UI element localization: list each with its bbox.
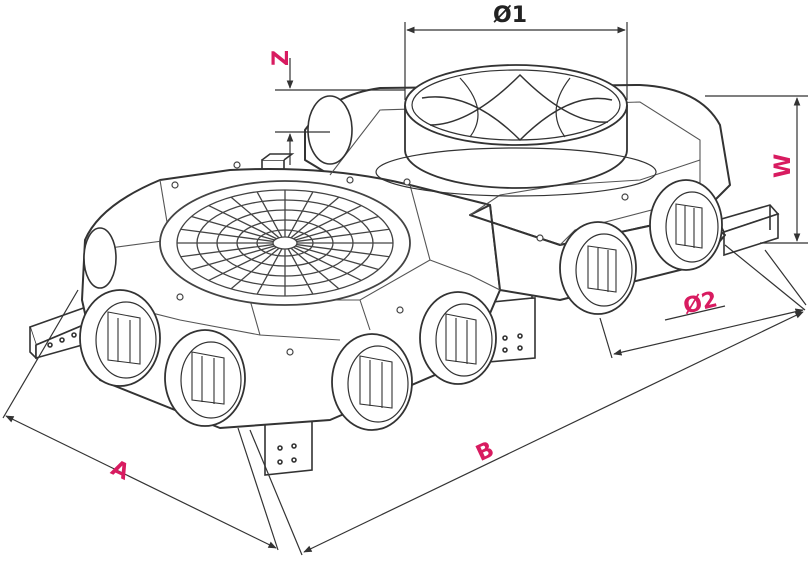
grille-spoke (180, 243, 274, 258)
grille-spoke (295, 245, 379, 271)
grille-spoke (230, 196, 280, 239)
outlet-front-4 (419, 291, 497, 385)
outlet-right-2 (649, 179, 723, 271)
top-grille (159, 180, 411, 306)
grille-spoke (287, 191, 314, 238)
grille-spoke (208, 204, 277, 240)
grille-spoke (208, 246, 277, 282)
grille-spoke (287, 248, 314, 295)
outlet-right-1 (559, 221, 637, 315)
grille-spoke (191, 215, 275, 241)
grille-spoke (230, 247, 280, 290)
grille-spoke (191, 245, 275, 271)
grille-spoke (296, 243, 390, 258)
dimension-label-z: Z (269, 50, 294, 66)
grille-spoke (293, 204, 362, 240)
outlet-front-1 (79, 289, 161, 387)
dimension-label-d2: Ø2 (681, 287, 720, 319)
grille-spoke (256, 248, 283, 295)
grille-spoke (290, 247, 340, 290)
outlet-front-3 (331, 333, 413, 431)
grille-spoke (293, 246, 362, 282)
grille-spoke (290, 196, 340, 239)
top-inlet-collar (375, 64, 657, 197)
grille-spoke (296, 228, 390, 243)
outlet-rear-left (83, 95, 353, 289)
outlet-front-2 (164, 329, 246, 427)
dimension-label-b: B (472, 437, 498, 467)
grille-spoke (295, 215, 379, 241)
grille-spoke (256, 191, 283, 238)
mounting-bracket-right (716, 204, 780, 257)
dimension-lines (2, 22, 808, 556)
dimension-label-d1: Ø1 (493, 3, 527, 28)
dimension-label-a: A (107, 456, 133, 486)
dimension-label-w: W (771, 154, 796, 178)
grille-spoke (180, 228, 274, 243)
